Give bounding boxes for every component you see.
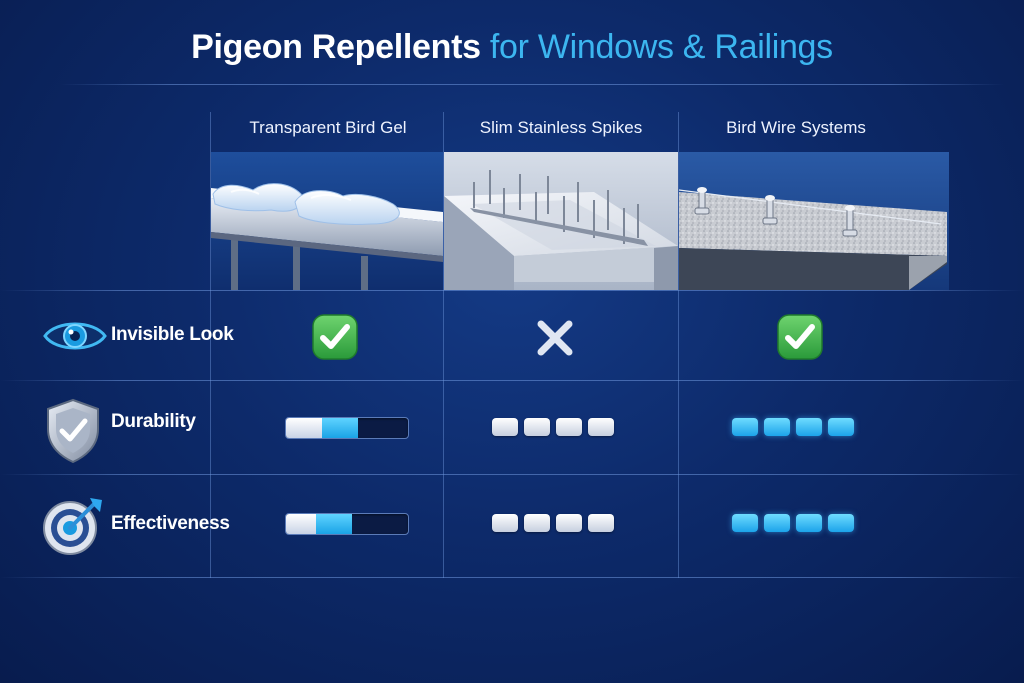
rating-dot [828, 418, 854, 436]
spikes-image [444, 152, 678, 290]
rating-dot [492, 514, 518, 532]
rating-dot [732, 514, 758, 532]
shield-check-icon [44, 397, 102, 470]
column-header-spikes: Slim Stainless Spikes [479, 118, 643, 137]
rating-dot [764, 514, 790, 532]
rating-dot [588, 418, 614, 436]
title-sub: for Windows & Railings [489, 28, 833, 66]
effectiveness-rating-wire [732, 514, 854, 532]
cross-icon [533, 316, 577, 365]
effectiveness-level-bar [285, 513, 409, 535]
rating-dot [588, 514, 614, 532]
effectiveness-rating-spikes [492, 514, 614, 532]
durability-level-bar [285, 417, 409, 439]
check-icon [310, 312, 360, 367]
divider-bottom [0, 577, 1024, 578]
durability-rating-spikes [492, 418, 614, 436]
rating-dot [524, 514, 550, 532]
durability-rating-wire [732, 418, 854, 436]
rating-dot [492, 418, 518, 436]
rating-dot [556, 418, 582, 436]
column-header-gel: Transparent Bird Gel [249, 118, 407, 137]
title-main: Pigeon Repellents [191, 28, 481, 66]
row-label-invisible-look: Invisible Look [111, 324, 234, 345]
rating-dot [828, 514, 854, 532]
column-divider-2 [443, 112, 444, 578]
divider-row-1 [0, 380, 1024, 381]
bird-wire-image [679, 152, 949, 290]
column-header-wire: Bird Wire Systems [726, 118, 866, 137]
rating-dot [764, 418, 790, 436]
page-title: Pigeon Repellents for Windows & Railings [0, 28, 1024, 67]
divider-top [60, 84, 1004, 85]
rating-dot [556, 514, 582, 532]
rating-dot [732, 418, 758, 436]
row-label-durability: Durability [111, 411, 196, 432]
row-label-effectiveness: Effectiveness [111, 513, 230, 534]
check-icon [775, 312, 825, 367]
bird-gel-image [211, 152, 443, 290]
eye-icon [42, 316, 108, 361]
column-divider-1 [210, 112, 211, 578]
rating-dot [524, 418, 550, 436]
rating-dot [796, 418, 822, 436]
rating-dot [796, 514, 822, 532]
target-arrow-icon [40, 494, 106, 561]
column-divider-3 [678, 112, 679, 578]
divider-row-2 [0, 474, 1024, 475]
divider-header [0, 290, 1024, 291]
